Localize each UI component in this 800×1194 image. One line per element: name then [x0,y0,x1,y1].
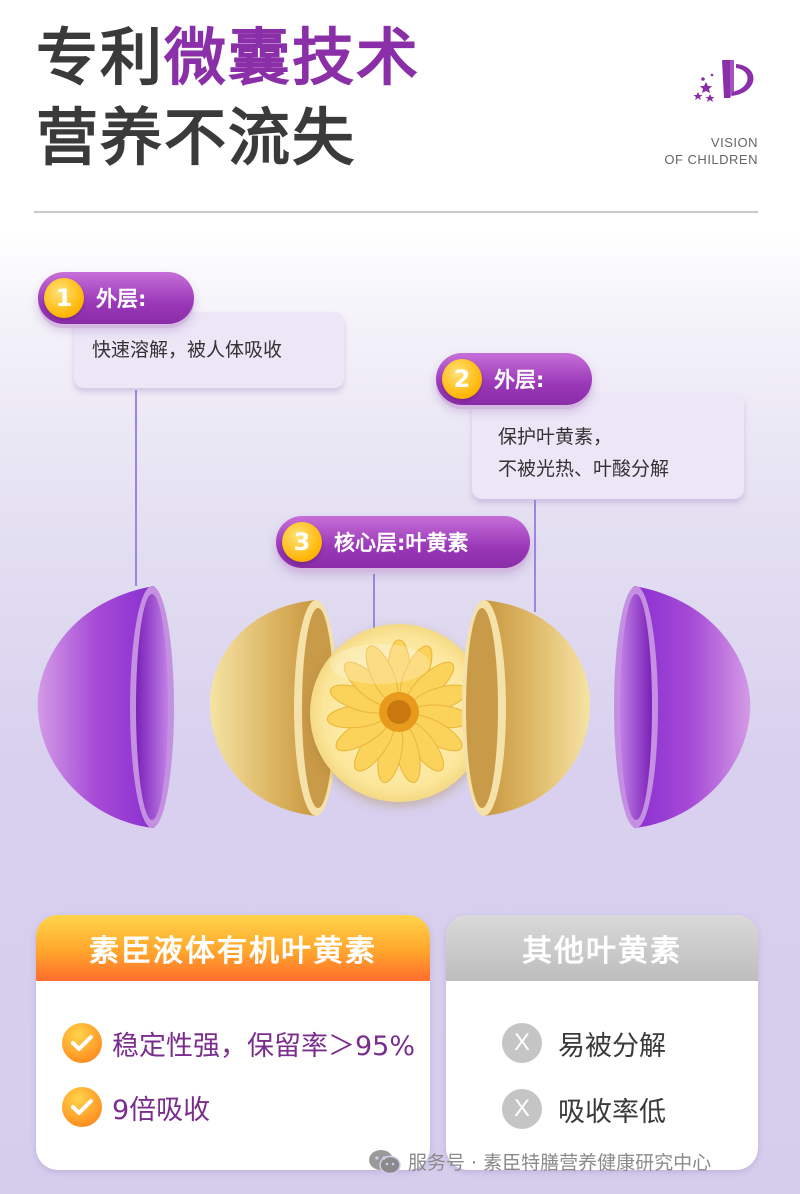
comparison-card-others: 其他叶黄素 X 易被分解 X 吸收率低 [446,915,758,1170]
logo-text-line-1: VISION [710,135,758,150]
layer-2-description-line-2: 不被光热、叶酸分解 [498,458,670,480]
layer-1-label: 1 外层: [38,272,194,324]
connector-line-3 [373,574,375,628]
ours-item-2-text: 9倍吸收 [112,1094,211,1126]
comparison-card-ours: 素臣液体有机叶黄素 稳定性强，保留率＞95% 9倍吸收 [36,915,430,1170]
layer-1-description-line: 快速溶解，被人体吸收 [92,339,283,361]
logo-text: VISION OF CHILDREN [664,134,758,168]
logo-text-line-2: OF CHILDREN [664,152,758,167]
layer-1-title: 外层: [96,287,147,311]
layer-1-description: 快速溶解，被人体吸收 [74,312,344,388]
ours-item-2: 9倍吸收 [62,1087,210,1127]
x-icon: X [502,1089,542,1129]
number-badge-1: 1 [44,278,84,318]
number-badge-2: 2 [442,359,482,399]
others-item-1-text: 易被分解 [558,1030,666,1062]
connector-line-1 [135,390,137,586]
footer-watermark: 服务号 · 素臣特膳营养健康研究中心 [368,1148,711,1175]
layer-3-title: 核心层:叶黄素 [334,531,469,555]
layer-2-label: 2 外层: [436,353,592,405]
check-icon [62,1087,102,1127]
ours-item-1: 稳定性强，保留率＞95% [62,1023,415,1063]
others-item-1: X 易被分解 [502,1023,666,1063]
outer-shell-left-icon [37,586,174,828]
headline-prefix: 专利 [36,21,165,94]
vision-of-children-logo-icon [660,52,760,172]
number-badge-3: 3 [282,522,322,562]
headline-accent: 微囊技术 [164,21,421,94]
others-item-2-text: 吸收率低 [558,1096,666,1128]
x-icon: X [502,1023,542,1063]
headline: 专利微囊技术 营养不流失 [36,18,420,178]
headline-line-1: 专利微囊技术 [36,18,420,98]
layer-3-label: 3 核心层:叶黄素 [276,516,530,568]
check-icon [62,1023,102,1063]
layer-2-title: 外层: [494,368,545,392]
comparison-card-others-title: 其他叶黄素 [446,915,758,981]
layer-2-description-line-1: 保护叶黄素， [498,426,613,448]
ours-item-1-text: 稳定性强，保留率＞95% [112,1030,416,1062]
wechat-icon [369,1149,401,1174]
outer-shell-right-icon [614,586,751,828]
divider [34,211,758,213]
others-item-2: X 吸收率低 [502,1089,666,1129]
inner-shell-right-icon [462,600,591,816]
layer-2-description: 保护叶黄素， 不被光热、叶酸分解 [472,393,744,499]
headline-line-2: 营养不流失 [36,101,357,174]
connector-line-2 [534,500,536,612]
comparison-card-ours-title: 素臣液体有机叶黄素 [36,915,430,981]
footer-text: 服务号 · 素臣特膳营养健康研究中心 [408,1152,712,1174]
lutein-core-icon [310,624,488,802]
